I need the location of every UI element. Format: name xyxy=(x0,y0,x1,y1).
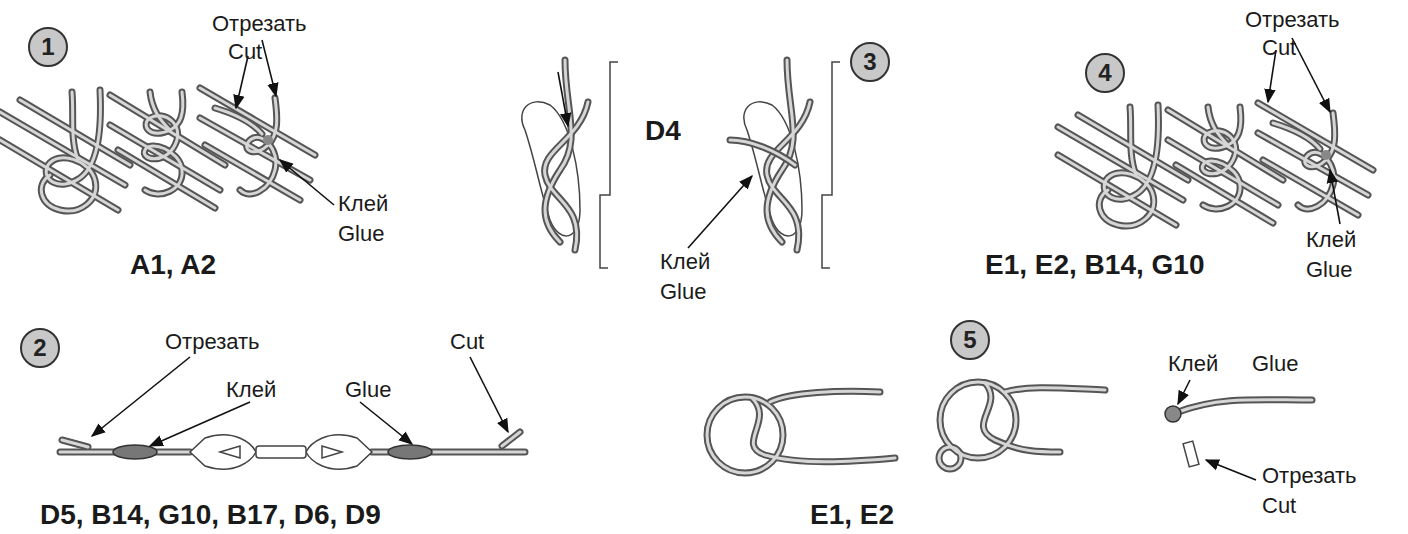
glue-dot xyxy=(1165,406,1181,422)
callout-label: Glue xyxy=(1306,258,1352,282)
callout-label: Cut xyxy=(1262,494,1296,518)
callout-label: Отрезать xyxy=(1245,8,1340,32)
step-number-text: 5 xyxy=(963,328,976,352)
step-number-text: 1 xyxy=(41,35,54,59)
callout-label: Отрезать xyxy=(165,330,260,354)
callout-label: Клей xyxy=(660,250,710,274)
callout-label: Отрезать xyxy=(1262,464,1357,488)
step-number-text: 4 xyxy=(1098,61,1111,85)
callout-label: Cut xyxy=(1262,36,1296,60)
bracket xyxy=(600,62,840,268)
step-number: 5 xyxy=(950,320,990,360)
step-number: 3 xyxy=(850,42,890,82)
cord xyxy=(0,88,315,211)
callout-label: Клей xyxy=(226,378,276,402)
callout-label: Клей xyxy=(1168,352,1218,376)
part-code: A1, A2 xyxy=(130,250,216,281)
part-code: D5, B14, G10, B17, D6, D9 xyxy=(40,500,381,531)
cord xyxy=(707,382,1312,473)
cord xyxy=(1058,103,1373,226)
glue-dot xyxy=(263,135,273,145)
rod-knot xyxy=(0,88,315,211)
callout-label: Glue xyxy=(1252,352,1298,376)
step-number-text: 3 xyxy=(863,50,876,74)
part-code: E1, E2 xyxy=(810,500,894,531)
cut-piece xyxy=(1183,441,1199,467)
callout-label: Отрезать xyxy=(212,12,307,36)
callout-label: Glue xyxy=(338,222,384,246)
callout-label: Cut xyxy=(450,330,484,354)
clasp xyxy=(190,435,372,469)
leader-arrow xyxy=(92,38,1340,480)
callout-label: Cut xyxy=(228,40,262,64)
crimp-bead xyxy=(113,445,432,459)
callout-label: Glue xyxy=(345,378,391,402)
cord xyxy=(545,60,810,250)
step-number: 1 xyxy=(28,27,68,67)
callout-label: Клей xyxy=(338,192,388,216)
part-code: D4 xyxy=(645,116,681,147)
callout-label: Glue xyxy=(660,280,706,304)
part-code: E1, E2, B14, G10 xyxy=(985,250,1204,281)
step-number: 4 xyxy=(1085,53,1125,93)
step-number: 2 xyxy=(20,328,60,368)
callout-label: Клей xyxy=(1306,228,1356,252)
step-number-text: 2 xyxy=(33,336,46,360)
glue-dot xyxy=(1321,150,1331,160)
